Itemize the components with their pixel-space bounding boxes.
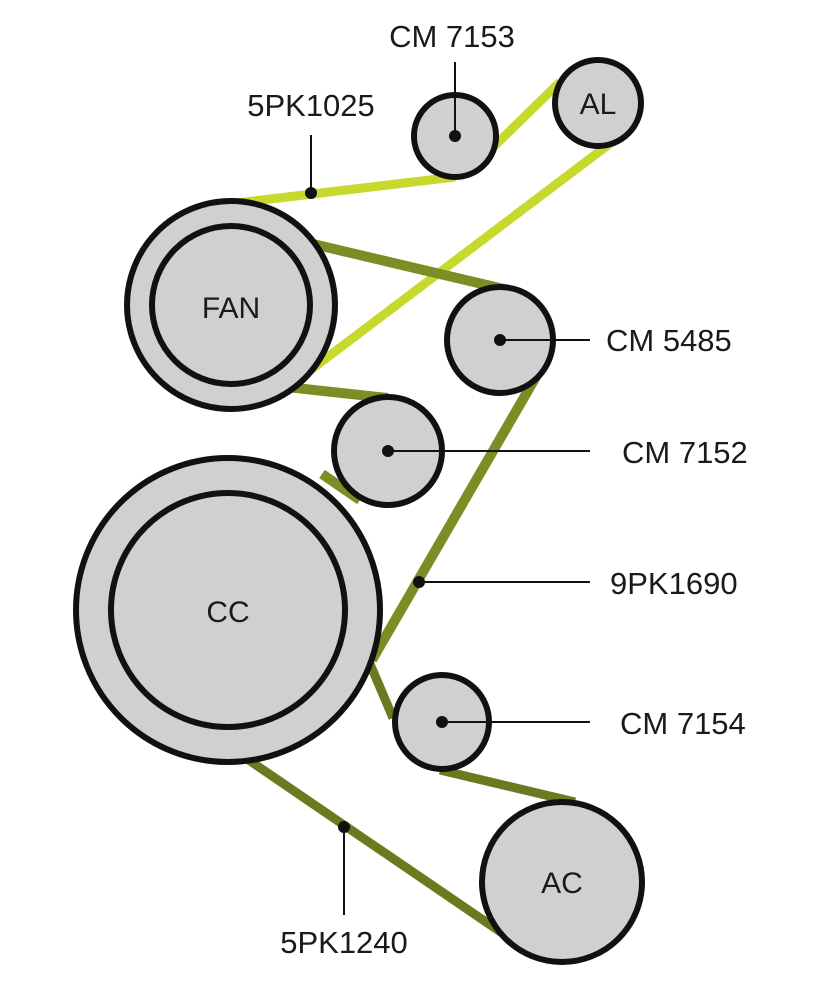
callout-5pk1025: 5PK1025: [247, 88, 375, 199]
callout-5pk1240-dot: [338, 821, 350, 833]
callout-5pk1025-dot: [305, 187, 317, 199]
pulley-al-label: AL: [580, 88, 617, 121]
callout-cm7154-label: CM 7154: [620, 706, 746, 741]
callout-5pk1240-label: 5PK1240: [280, 925, 408, 960]
callout-5pk1025-label: 5PK1025: [247, 88, 375, 123]
callout-9pk1690-label: 9PK1690: [610, 566, 738, 601]
callout-5pk1240: 5PK1240: [280, 821, 408, 960]
pulley-fan-label: FAN: [202, 292, 260, 325]
belt-5pk1025-segment-al-to-fan: [297, 138, 615, 382]
pulley-fan-inner-hub: [149, 223, 313, 387]
pulley-cc: CC: [73, 455, 383, 765]
callout-9pk1690: 9PK1690: [413, 566, 738, 601]
pulley-cc-label: CC: [206, 596, 249, 629]
callout-cm5485: CM 5485: [500, 323, 732, 358]
callout-cm7152: CM 7152: [388, 435, 748, 470]
callout-cm7153: CM 7153: [389, 19, 515, 136]
pulley-cc-inner-hub: [108, 490, 348, 730]
pulley-ac-label: AC: [541, 867, 583, 900]
callout-cm7152-label: CM 7152: [622, 435, 748, 470]
callout-cm7154: CM 7154: [442, 706, 746, 741]
pulley-fan: FAN: [124, 198, 338, 412]
pulley-ac-wheel: [479, 799, 645, 965]
belt-5pk1240-segment-cm7154-to-ac: [438, 765, 577, 807]
pulley-ac: AC: [479, 799, 645, 965]
pulley-al-wheel: [552, 57, 644, 149]
callout-9pk1690-dot: [413, 576, 425, 588]
callout-cm7153-label: CM 7153: [389, 19, 515, 54]
callout-cm5485-label: CM 5485: [606, 323, 732, 358]
pulley-al: AL: [552, 57, 644, 149]
belt-5pk1025-segment-fan-to-cm7153: [227, 172, 456, 209]
belt-9pk1690-segment-cm5485-to-cc: [367, 372, 542, 663]
